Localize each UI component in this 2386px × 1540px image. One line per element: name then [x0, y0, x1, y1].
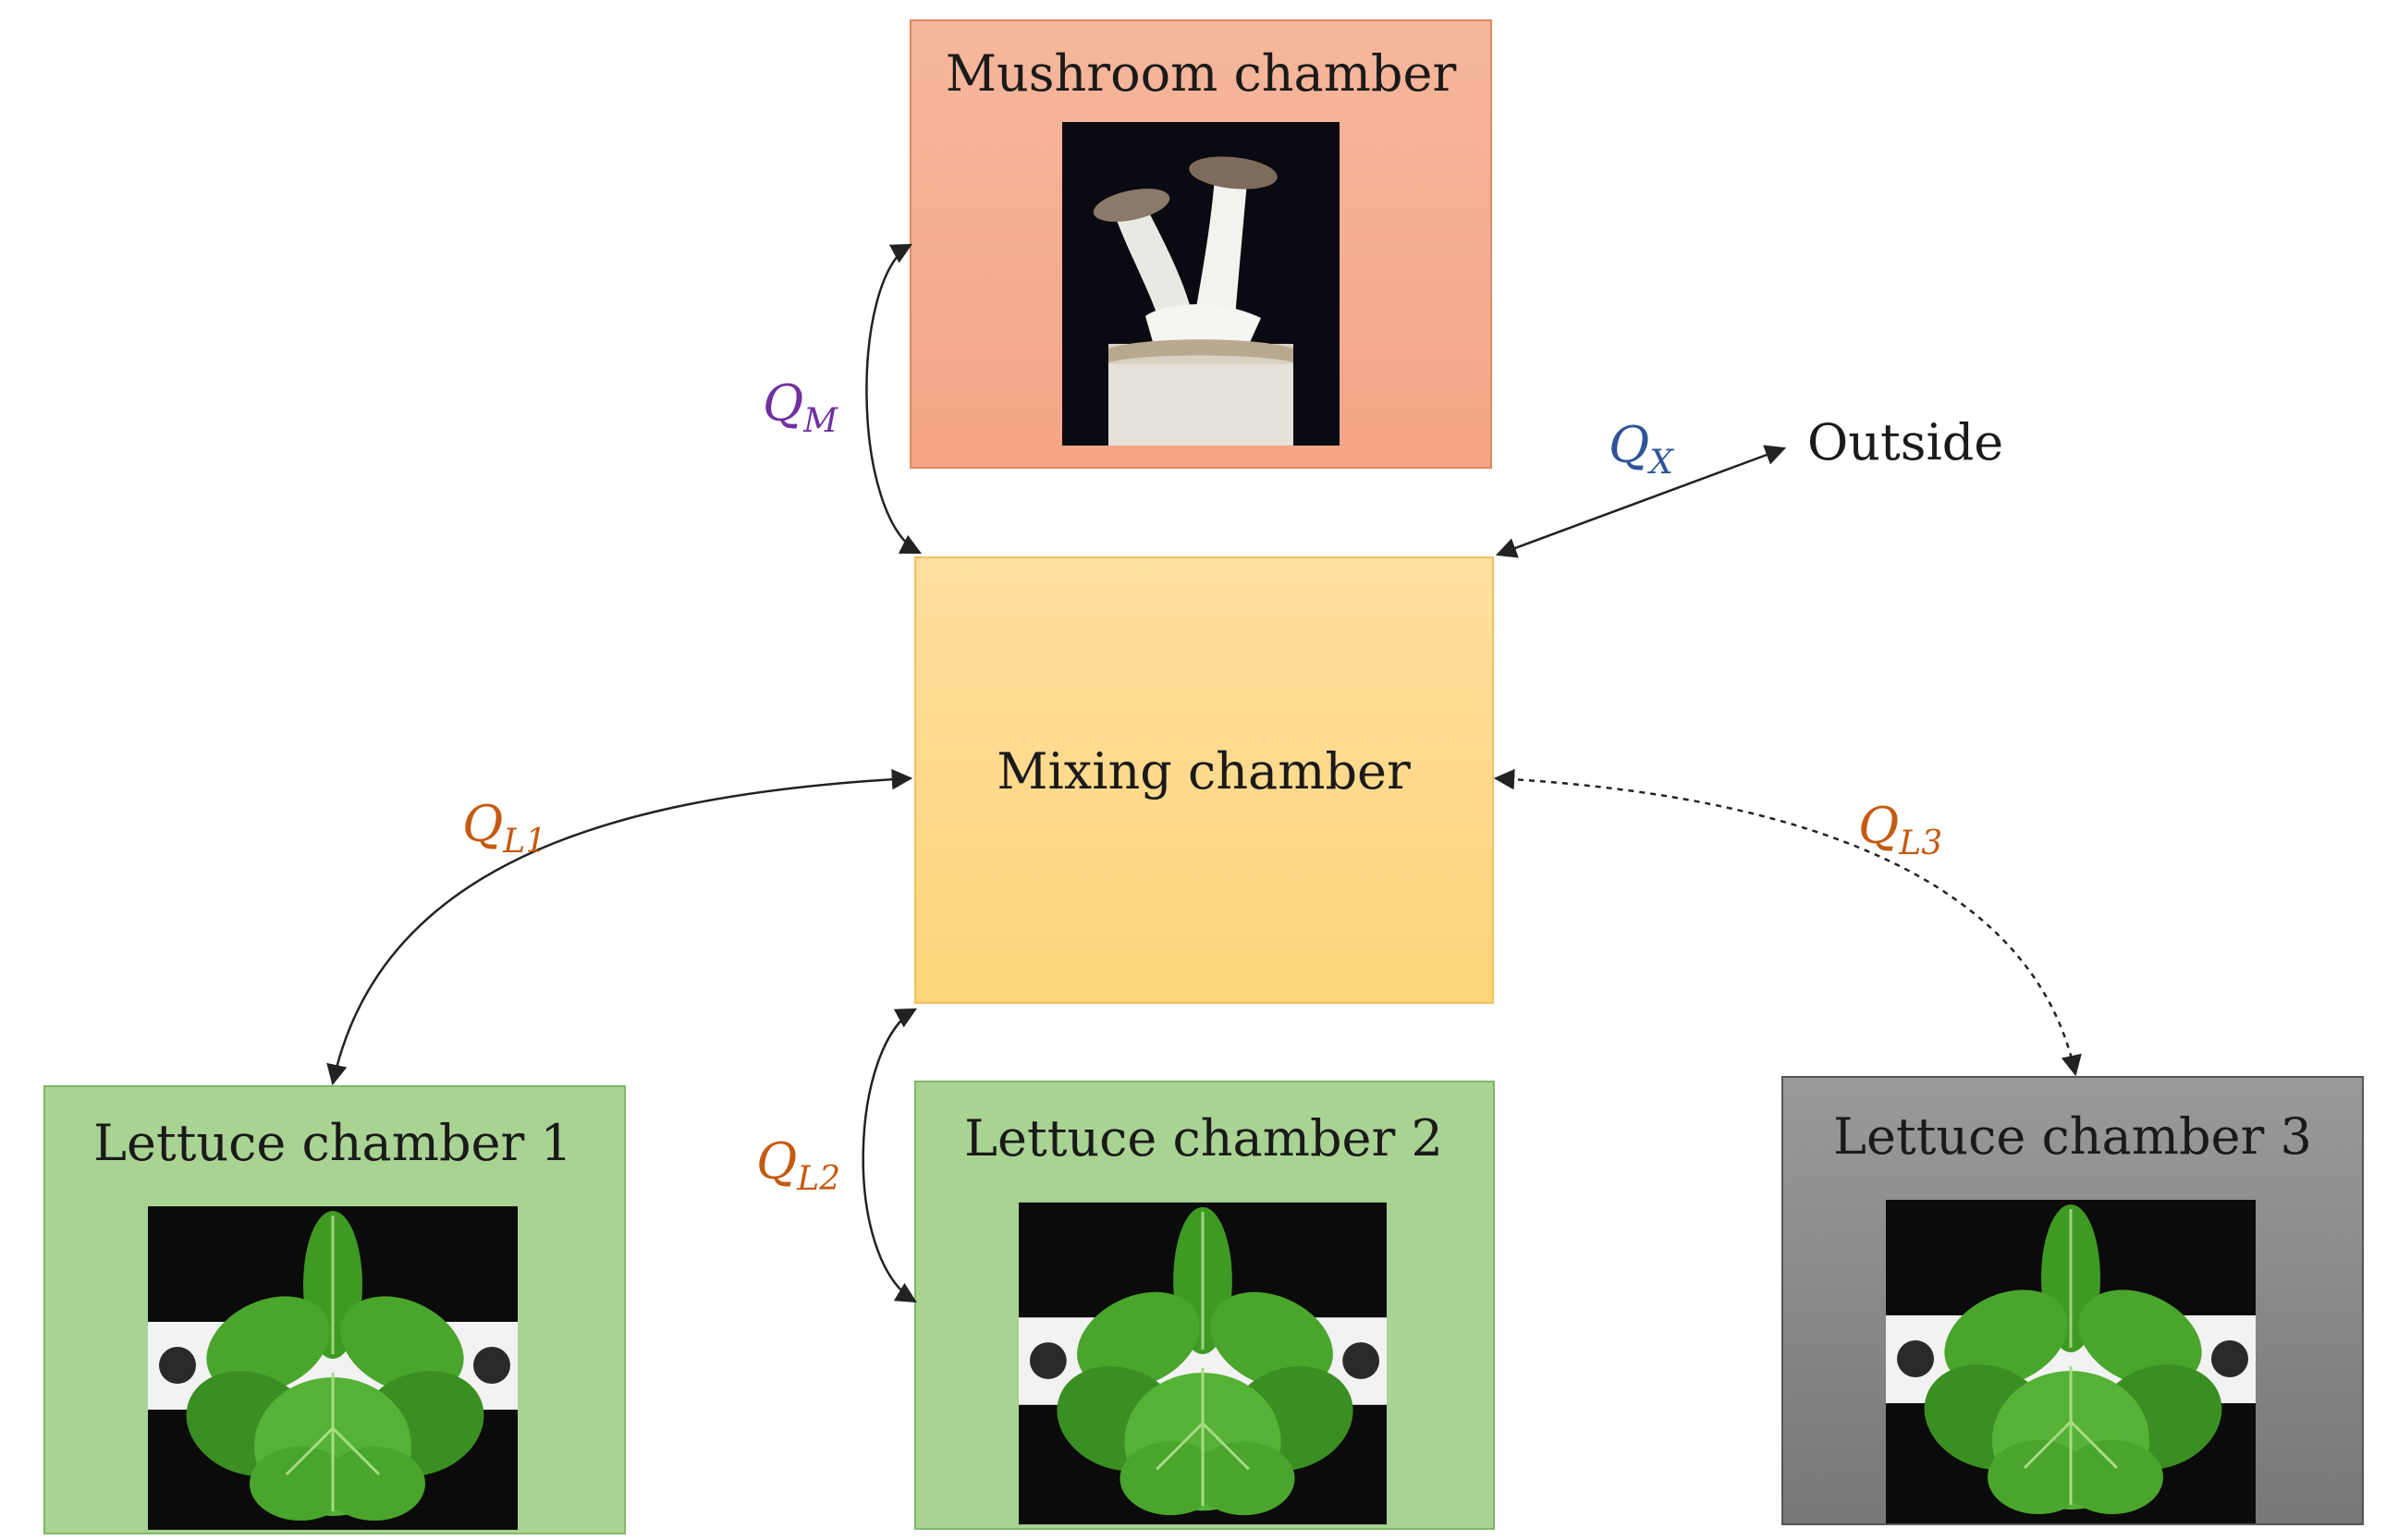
- flow-arrow-qm: [865, 243, 923, 555]
- flow-label-ql2-sub: L2: [796, 1160, 840, 1198]
- flow-label-qx-sub: X: [1646, 444, 1674, 482]
- flow-label-qx: QX: [1609, 416, 1674, 482]
- flow-arrow-ql3: [1493, 768, 2082, 1077]
- lettuce-chamber-3: Lettuce chamber 3: [1781, 1076, 2364, 1525]
- lettuce-chamber-3-title: Lettuce chamber 3: [1833, 1107, 2312, 1166]
- flow-label-ql3: QL3: [1858, 797, 1942, 862]
- flow-label-ql1-main: Q: [462, 795, 503, 853]
- flow-label-ql1: QL1: [462, 795, 546, 861]
- lettuce-photo-2: [1019, 1202, 1387, 1525]
- flow-label-ql2-main: Q: [756, 1132, 797, 1191]
- lettuce-chamber-1: Lettuce chamber 1: [43, 1085, 626, 1534]
- lettuce-photo-3: [1886, 1200, 2256, 1523]
- flow-label-qm-sub: M: [802, 402, 838, 440]
- mushroom-photo: [1062, 122, 1340, 446]
- lettuce-chamber-1-title: Lettuce chamber 1: [93, 1114, 572, 1172]
- flow-label-ql3-sub: L3: [1898, 825, 1942, 862]
- flow-label-qm: QM: [763, 374, 838, 440]
- mixing-chamber: Mixing chamber: [914, 556, 1494, 1004]
- lettuce-chamber-2-title: Lettuce chamber 2: [964, 1109, 1443, 1167]
- flow-arrow-ql1: [326, 768, 913, 1086]
- lettuce-chamber-2: Lettuce chamber 2: [914, 1081, 1495, 1530]
- flow-label-qx-main: Q: [1609, 416, 1649, 474]
- flow-label-ql2: QL2: [756, 1132, 840, 1198]
- mushroom-chamber-title: Mushroom chamber: [946, 44, 1457, 103]
- mushroom-chamber: Mushroom chamber: [910, 19, 1492, 469]
- mixing-chamber-title: Mixing chamber: [997, 742, 1411, 801]
- flow-label-ql1-sub: L1: [502, 823, 546, 861]
- flow-arrow-qx: [1495, 445, 1787, 558]
- flow-label-ql3-main: Q: [1858, 797, 1899, 855]
- outside-label: Outside: [1807, 413, 2003, 471]
- lettuce-photo-1: [148, 1206, 518, 1530]
- flow-label-qm-main: Q: [763, 374, 803, 433]
- flow-arrow-ql2: [862, 1008, 917, 1303]
